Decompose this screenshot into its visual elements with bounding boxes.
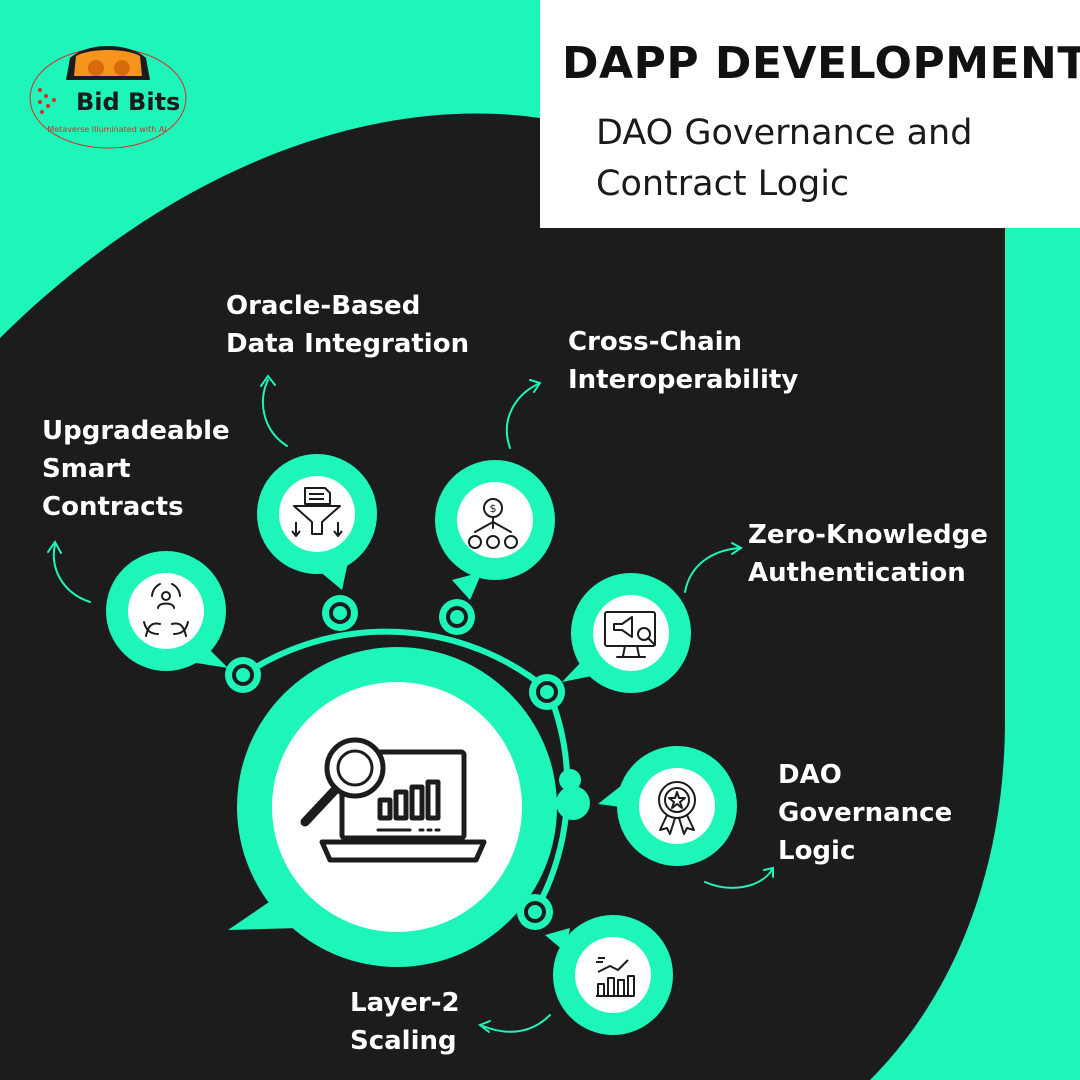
logo: Bid Bits Metaverse Illuminated with AI [28,40,188,150]
award-badge-icon [658,781,696,835]
curved-arrows [47,374,774,1033]
arc-node-2 [322,595,358,631]
arc-node-5 [556,769,590,820]
document-funnel-icon [291,487,343,537]
hands-people-cycle-icon [143,583,189,637]
page-title: DAPP DEVELOPMENT [562,38,1080,89]
title-card: DAPP DEVELOPMENT DAO Governance and Cont… [540,0,1080,228]
logo-tagline: Metaverse Illuminated with AI [47,125,167,134]
arc-node-1 [225,657,261,693]
bubble-upgradeable [106,551,228,671]
mint-top-left-shape [0,0,540,338]
arrow-5-icon [704,869,773,889]
bubble-oracle [257,454,377,590]
connector-arc [240,628,571,914]
arrow-1-icon [52,544,91,603]
label-layer2: Layer-2 Scaling [350,988,460,1056]
bubble-layer2 [545,915,673,1035]
page-subtitle: DAO Governance and Contract Logic [596,113,973,204]
label-dao: DAO Governance Logic [778,760,953,866]
label-oracle: Oracle-Based Data Integration [226,291,470,359]
arrow-2-icon [261,379,288,447]
arc-nodes [225,595,590,930]
label-upgradeable: Upgradeable Smart Contracts [42,416,230,522]
arc-node-4 [529,674,565,710]
arrow-3-icon [505,383,539,449]
arrow-6-icon [482,1014,551,1033]
bubble-dao [598,746,737,866]
arrow-4-icon [684,547,741,593]
bubble-crosschain: $ [435,460,555,600]
mint-right-shape [870,228,1080,1080]
svg-text:$: $ [490,502,497,515]
bubble-zk [562,573,691,693]
growth-chart-icon [596,957,635,997]
logo-name: Bid Bits [76,88,181,116]
arc-node-6 [517,894,553,930]
laptop-analytics-search-icon [300,737,487,863]
logo-mark-icon [29,46,187,149]
coin-network-icon: $ [468,498,518,549]
monitor-megaphone-icon [604,611,656,658]
label-zk: Zero-Knowledge Authentication [748,520,988,588]
label-crosschain: Cross-Chain Interoperability [568,327,799,395]
arc-node-3 [439,599,475,635]
